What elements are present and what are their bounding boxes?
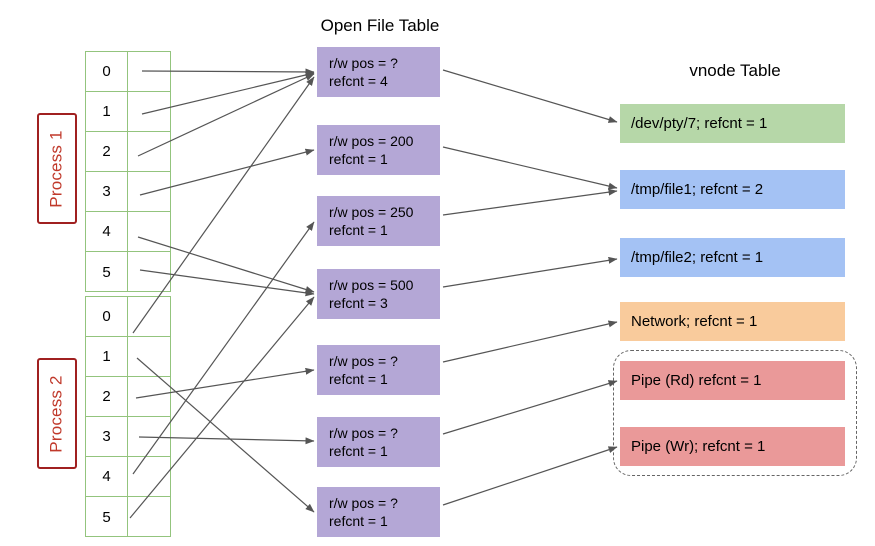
- vnode-entry[interactable]: Pipe (Wr); refcnt = 1: [620, 427, 845, 466]
- fd-pointer-cell[interactable]: [128, 252, 170, 292]
- fd-number: 2: [86, 377, 128, 416]
- vnode-entry-label: /tmp/file2; refcnt = 1: [631, 249, 764, 266]
- open-file-entry-refcnt: refcnt = 1: [329, 151, 388, 167]
- vnode-entry[interactable]: /tmp/file1; refcnt = 2: [620, 170, 845, 209]
- vnode-entry[interactable]: /dev/pty/7; refcnt = 1: [620, 104, 845, 143]
- fd-pointer-cell[interactable]: [128, 297, 170, 336]
- open-file-entry[interactable]: r/w pos = ? refcnt = 1: [317, 417, 440, 467]
- open-file-entry[interactable]: r/w pos = 200 refcnt = 1: [317, 125, 440, 175]
- fd-row[interactable]: 2: [86, 377, 170, 417]
- open-file-entry-pos: r/w pos = ?: [329, 425, 398, 441]
- fd-number: 3: [86, 417, 128, 456]
- process-2-fd-table: 0 1 2 3 4 5: [85, 296, 171, 537]
- fd-pointer-cell[interactable]: [128, 497, 170, 537]
- open-file-entry-refcnt: refcnt = 1: [329, 371, 388, 387]
- arrow-entry1-to-vnode1: [442, 69, 618, 123]
- vnode-entry-label: Pipe (Wr); refcnt = 1: [631, 438, 766, 455]
- open-file-entry-refcnt: refcnt = 1: [329, 222, 388, 238]
- open-file-entry-refcnt: refcnt = 3: [329, 295, 388, 311]
- open-file-entry-refcnt: refcnt = 4: [329, 73, 388, 89]
- fd-number: 1: [86, 337, 128, 376]
- arrow-entry2-to-vnode2: [442, 146, 618, 190]
- fd-row[interactable]: 3: [86, 172, 170, 212]
- open-file-entry[interactable]: r/w pos = ? refcnt = 1: [317, 345, 440, 395]
- open-file-entry[interactable]: r/w pos = ? refcnt = 1: [317, 487, 440, 537]
- open-file-table-heading: Open File Table: [320, 16, 440, 35]
- vnode-entry[interactable]: Pipe (Rd) refcnt = 1: [620, 361, 845, 400]
- fd-number: 5: [86, 497, 128, 537]
- process-1-fd-table: 0 1 2 3 4 5: [85, 51, 171, 292]
- open-file-entry-pos: r/w pos = 500: [329, 277, 414, 293]
- fd-row[interactable]: 1: [86, 92, 170, 132]
- open-file-entry-pos: r/w pos = ?: [329, 353, 398, 369]
- fd-number: 0: [86, 52, 128, 91]
- fd-row[interactable]: 0: [86, 52, 170, 92]
- fd-pointer-cell[interactable]: [128, 132, 170, 171]
- vnode-entry[interactable]: Network; refcnt = 1: [620, 302, 845, 341]
- vnode-entry-label: /tmp/file1; refcnt = 2: [631, 181, 764, 198]
- fd-row[interactable]: 0: [86, 297, 170, 337]
- process-1-label: Process 1: [37, 113, 77, 224]
- open-file-entry[interactable]: r/w pos = ? refcnt = 4: [317, 47, 440, 97]
- arrow-entry7-to-vnode6: [442, 446, 618, 506]
- vnode-table-heading: vnode Table: [689, 61, 781, 80]
- fd-number: 5: [86, 252, 128, 292]
- arrow-entry6-to-vnode5: [442, 380, 618, 435]
- process-2-label: Process 2: [37, 358, 77, 469]
- fd-pointer-cell[interactable]: [128, 212, 170, 251]
- open-file-entry-refcnt: refcnt = 1: [329, 513, 388, 529]
- fd-number: 4: [86, 457, 128, 496]
- fd-pointer-cell[interactable]: [128, 377, 170, 416]
- fd-pointer-cell[interactable]: [128, 52, 170, 91]
- vnode-entry-label: /dev/pty/7; refcnt = 1: [631, 115, 768, 132]
- fd-pointer-cell[interactable]: [128, 457, 170, 496]
- fd-number: 3: [86, 172, 128, 211]
- fd-pointer-cell[interactable]: [128, 172, 170, 211]
- open-file-entry-refcnt: refcnt = 1: [329, 443, 388, 459]
- open-file-entry-pos: r/w pos = 200: [329, 133, 414, 149]
- fd-number: 0: [86, 297, 128, 336]
- arrow-entry5-to-vnode4: [442, 320, 618, 363]
- fd-row[interactable]: 5: [86, 252, 170, 292]
- fd-pointer-cell[interactable]: [128, 417, 170, 456]
- fd-row[interactable]: 5: [86, 497, 170, 537]
- open-file-entry-pos: r/w pos = ?: [329, 495, 398, 511]
- arrow-entry3-to-vnode2: [442, 188, 618, 216]
- fd-row[interactable]: 4: [86, 212, 170, 252]
- fd-number: 2: [86, 132, 128, 171]
- process-2-label-text: Process 2: [47, 374, 67, 453]
- fd-row[interactable]: 3: [86, 417, 170, 457]
- vnode-entry-label: Network; refcnt = 1: [631, 313, 758, 330]
- fd-row[interactable]: 2: [86, 132, 170, 172]
- vnode-entry[interactable]: /tmp/file2; refcnt = 1: [620, 238, 845, 277]
- fd-pointer-cell[interactable]: [128, 337, 170, 376]
- open-file-entry[interactable]: r/w pos = 500 refcnt = 3: [317, 269, 440, 319]
- vnode-entry-label: Pipe (Rd) refcnt = 1: [631, 372, 762, 389]
- fd-row[interactable]: 1: [86, 337, 170, 377]
- fd-number: 1: [86, 92, 128, 131]
- open-file-entry[interactable]: r/w pos = 250 refcnt = 1: [317, 196, 440, 246]
- process-1-label-text: Process 1: [47, 129, 67, 208]
- fd-row[interactable]: 4: [86, 457, 170, 497]
- open-file-entry-pos: r/w pos = 250: [329, 204, 414, 220]
- fd-pointer-cell[interactable]: [128, 92, 170, 131]
- open-file-entry-pos: r/w pos = ?: [329, 55, 398, 71]
- arrow-entry4-to-vnode3: [442, 256, 618, 288]
- fd-number: 4: [86, 212, 128, 251]
